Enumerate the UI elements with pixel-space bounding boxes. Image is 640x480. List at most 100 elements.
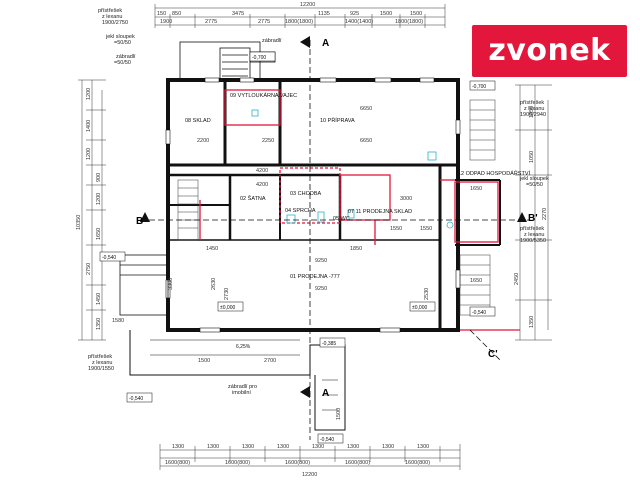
dim-int-17: 2700 bbox=[264, 358, 276, 364]
note-pristresek-right: přístřešek z lexanu 1900/2940 bbox=[520, 100, 546, 118]
dim-bottom-row2-4: 1600(800) bbox=[345, 460, 370, 466]
dim-int-19: 2630 bbox=[211, 278, 217, 290]
dim-top-row2-4: 1800(1800) bbox=[285, 19, 313, 25]
room-label-wc: 05 WC bbox=[333, 216, 350, 222]
top-dimension-lines bbox=[154, 4, 446, 28]
dim-left-1: 1200 bbox=[86, 88, 92, 100]
section-arrows bbox=[140, 36, 527, 398]
svg-text:1900/2750: 1900/2750 bbox=[102, 20, 128, 26]
room-label-vytloukarna-1: 09 VYTLOUKÁRNA VAJEC bbox=[230, 92, 297, 99]
dim-int-5: 3000 bbox=[400, 196, 412, 202]
dim-top-row2-3: 2775 bbox=[258, 19, 270, 25]
left-platform bbox=[119, 254, 169, 316]
dim-int-13: 1650 bbox=[470, 278, 482, 284]
slope-label: 6,25% bbox=[236, 344, 251, 350]
svg-text:přístřešek: přístřešek bbox=[520, 226, 544, 232]
dim-int-3: 4200 bbox=[256, 168, 268, 174]
svg-text:z lexanu: z lexanu bbox=[524, 232, 545, 238]
dim-bottom-row2-5: 1600(800) bbox=[405, 460, 430, 466]
dim-right-2: 1050 bbox=[529, 151, 535, 163]
svg-text:zábradlí: zábradlí bbox=[116, 54, 136, 60]
dim-top-row2-5: 1400(1400) bbox=[345, 19, 373, 25]
dim-left-9: 1350 bbox=[96, 318, 102, 330]
dim-left-7: 2750 bbox=[86, 263, 92, 275]
dim-left-10: 1580 bbox=[112, 318, 124, 324]
level-bottom: -0,540 bbox=[320, 437, 334, 443]
dim-top-total: 12200 bbox=[300, 2, 315, 8]
dim-right-5: 1350 bbox=[529, 316, 535, 328]
dim-right-3: 2270 bbox=[542, 208, 548, 220]
level-top-right: -0,700 bbox=[472, 84, 486, 90]
room-label-odpad: 12 ODPAD HOSPODÁŘSTVÍ bbox=[458, 169, 530, 177]
dim-int-8: 9250 bbox=[315, 258, 327, 264]
section-label-a-bottom: A bbox=[322, 388, 329, 399]
dim-bottom-total: 12200 bbox=[302, 472, 317, 478]
level-bottom-left: -0,540 bbox=[129, 396, 143, 402]
level-markers bbox=[99, 51, 496, 444]
dim-top-6: 1500 bbox=[380, 11, 392, 17]
svg-text:z lexanu: z lexanu bbox=[102, 14, 123, 20]
dim-top-2: 850 bbox=[172, 11, 181, 17]
note-zabradli-top: zábradlí =50/50 bbox=[114, 54, 136, 66]
dim-left-2: 1400 bbox=[86, 120, 92, 132]
svg-text:z lexanu: z lexanu bbox=[524, 106, 545, 112]
note-pristresek-right2: přístřešek z lexanu 1900/5350 bbox=[520, 226, 546, 244]
dim-right-4: 2450 bbox=[514, 273, 520, 285]
dim-bottom-row2-3: 1600(800) bbox=[285, 460, 310, 466]
level-floor: ±0,000 bbox=[220, 305, 235, 311]
dim-int-11: 2250 bbox=[262, 138, 274, 144]
dim-bottom-row2-1: 1600(800) bbox=[165, 460, 190, 466]
dim-int-14: 1450 bbox=[206, 246, 218, 252]
section-label-b-right: B' bbox=[528, 213, 538, 224]
logo-text: zvonek bbox=[488, 33, 611, 68]
dim-int-4: 4200 bbox=[256, 182, 268, 188]
dim-top-5: 925 bbox=[350, 11, 359, 17]
dim-bottom-6: 1300 bbox=[347, 444, 359, 450]
sanitary-fixtures bbox=[251, 109, 454, 229]
svg-text:=50/50: =50/50 bbox=[114, 40, 131, 46]
section-label-c: C' bbox=[488, 349, 498, 360]
dim-left-3: 1200 bbox=[86, 148, 92, 160]
dim-int-6: 1550 bbox=[390, 226, 402, 232]
level-floor-2: ±0,000 bbox=[412, 305, 427, 311]
dim-int-22: 2730 bbox=[224, 288, 230, 300]
dim-bottom-4: 1300 bbox=[277, 444, 289, 450]
room-label-chodba: 03 CHODBA bbox=[290, 191, 322, 197]
svg-text:jekl sloupek: jekl sloupek bbox=[519, 176, 549, 182]
level-ramp: -0,385 bbox=[322, 341, 336, 347]
dim-bottom-row2-2: 1600(800) bbox=[225, 460, 250, 466]
dim-right-1: 1850 bbox=[529, 106, 535, 118]
dim-int-9: 9250 bbox=[315, 286, 327, 292]
svg-text:1900/2940: 1900/2940 bbox=[520, 112, 546, 118]
dim-bottom-5: 1300 bbox=[312, 444, 324, 450]
note-jekl-top: jekl sloupek =50/50 bbox=[105, 34, 135, 46]
svg-text:zábradlí pro: zábradlí pro bbox=[228, 384, 257, 390]
dim-left-6: 1650 bbox=[96, 228, 102, 240]
svg-text:=50/50: =50/50 bbox=[114, 60, 131, 66]
right-dimension-lines bbox=[515, 84, 552, 341]
note-zabradli-bottom: zábradlí pro imobilní bbox=[228, 384, 257, 396]
left-dimension-lines bbox=[78, 79, 106, 341]
section-lines bbox=[140, 40, 530, 440]
dim-int-2: 6650 bbox=[360, 138, 372, 144]
zvonek-logo: zvonek bbox=[472, 25, 627, 77]
left-staircase bbox=[177, 179, 199, 241]
dim-left-5: 1200 bbox=[96, 193, 102, 205]
room-label-prodejna: 01 PRODEJNA -777 bbox=[290, 274, 340, 280]
dim-int-1: 6650 bbox=[360, 106, 372, 112]
dim-int-12: 1650 bbox=[470, 186, 482, 192]
bottom-dimension-lines bbox=[159, 444, 461, 470]
level-top: -0,700 bbox=[252, 55, 266, 61]
dim-left-8: 1450 bbox=[96, 293, 102, 305]
dim-top-row2-6: 1800(1800) bbox=[395, 19, 423, 25]
room-label-satna: 02 ŠATNA bbox=[240, 195, 266, 202]
dim-int-16: 1500 bbox=[198, 358, 210, 364]
svg-text:přístřešek: přístřešek bbox=[520, 100, 544, 106]
dim-top-7: 1500 bbox=[410, 11, 422, 17]
dim-int-7: 1550 bbox=[420, 226, 432, 232]
level-right: -0,540 bbox=[472, 310, 486, 316]
dim-bottom-1: 1300 bbox=[172, 444, 184, 450]
dim-int-18: 2530 bbox=[424, 288, 430, 300]
dim-top-1: 150 bbox=[157, 11, 166, 17]
dim-bottom-7: 1300 bbox=[382, 444, 394, 450]
